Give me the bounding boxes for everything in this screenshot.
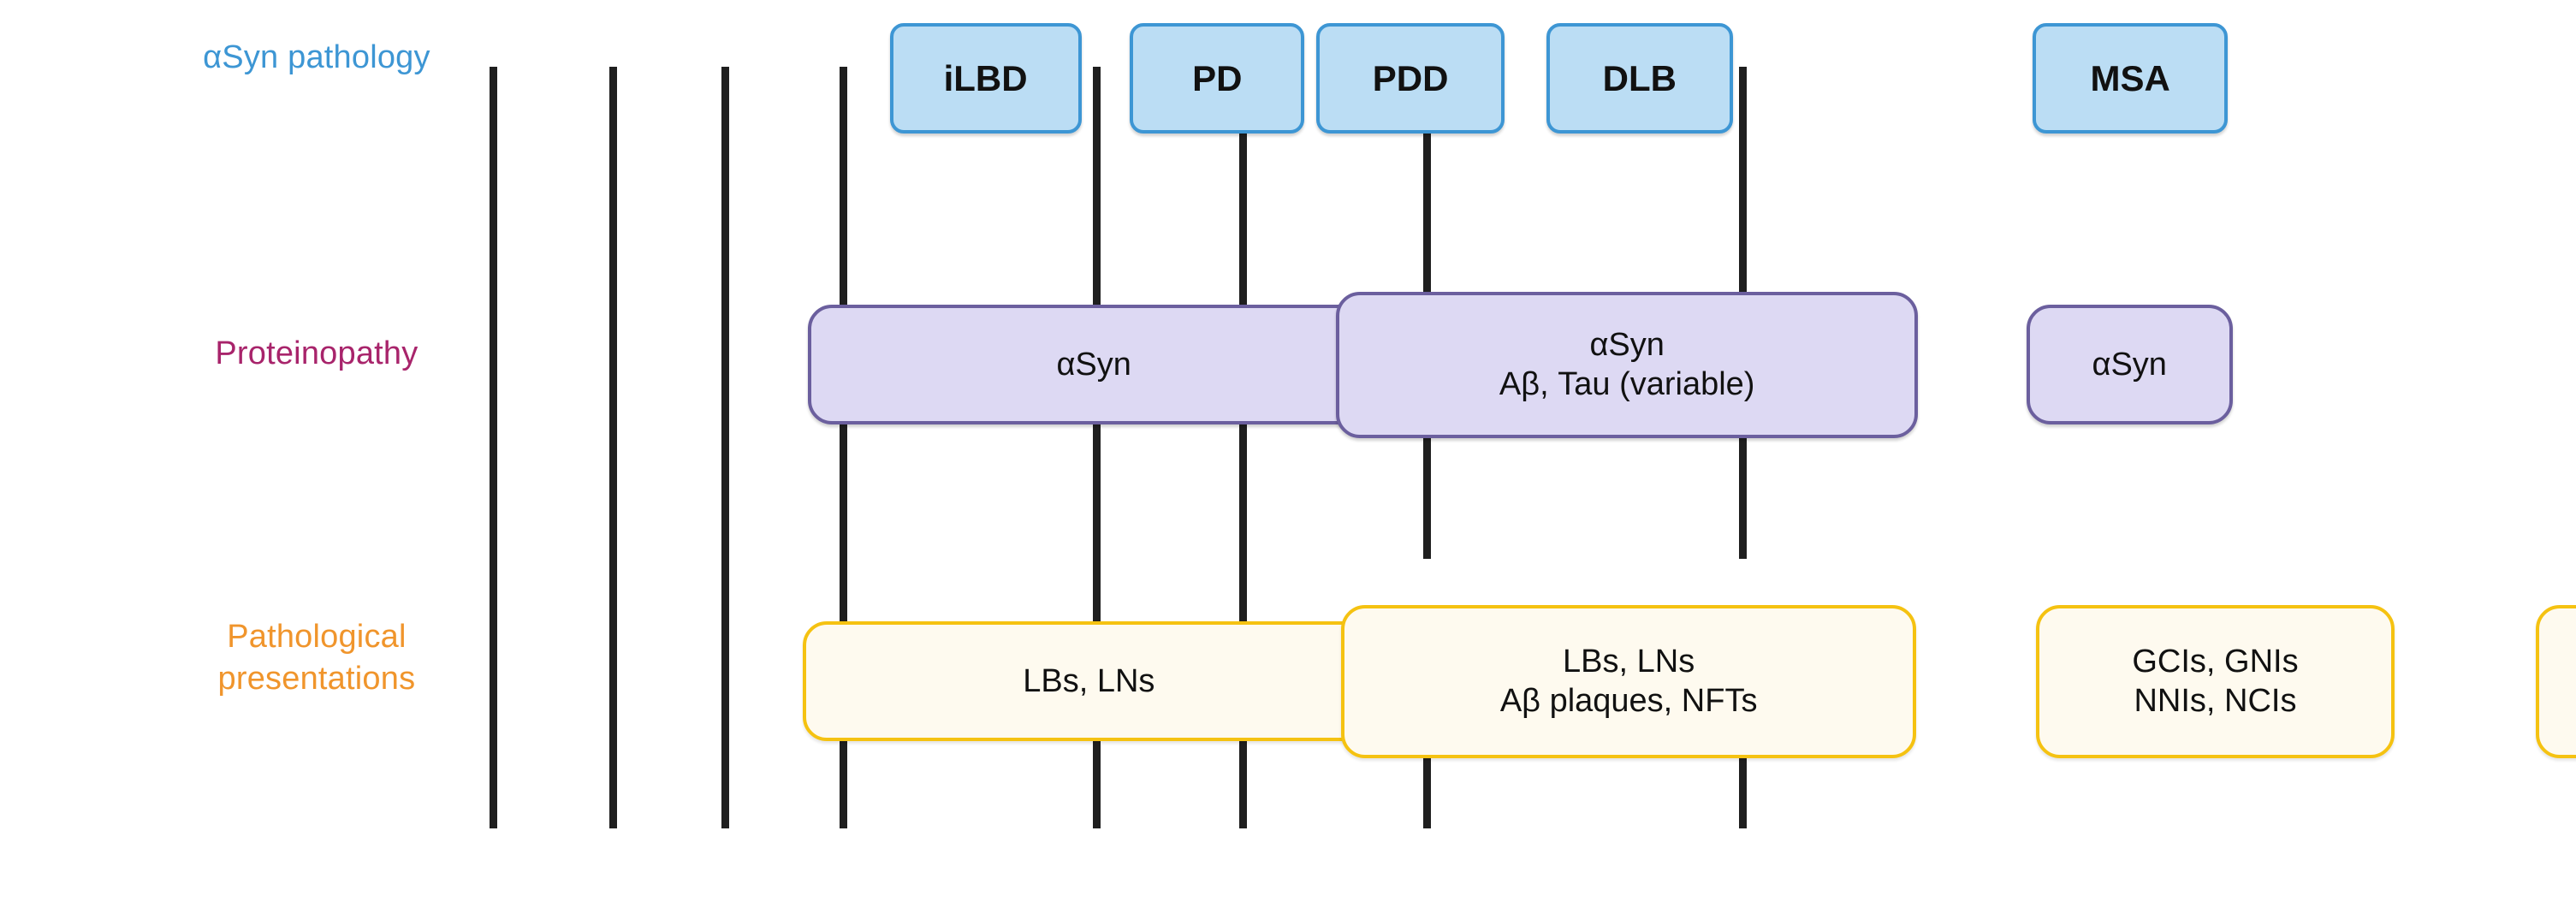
row-label: Proteinopathy xyxy=(215,335,418,372)
node-asyn-pathology[interactable]: MSA xyxy=(2033,23,2229,134)
connector-line xyxy=(609,67,617,828)
node-proteinopathy[interactable]: αSyn Aβ, Tau (variable) xyxy=(1336,291,1918,439)
node-asyn-pathology[interactable]: PD xyxy=(1130,23,1305,134)
node-asyn-pathology[interactable]: DLB xyxy=(1546,23,1733,134)
connector-line xyxy=(721,67,729,828)
connector-line xyxy=(1239,67,1247,828)
node-pathological-presentations[interactable]: LBs, LNs Aβ plaques, NFTs xyxy=(1341,604,1916,758)
node-pathological-presentations[interactable]: LBs, LNs xyxy=(803,621,1375,742)
row-label: Pathological presentations xyxy=(217,619,416,697)
node-proteinopathy[interactable]: αSyn xyxy=(2026,305,2233,425)
row-label: αSyn pathology xyxy=(203,39,430,75)
node-pathological-presentations[interactable]: Aβ plaques, NFTs LBs, LNs, TDP-43 inclus… xyxy=(2536,604,2576,758)
connector-line xyxy=(1093,67,1101,828)
node-asyn-pathology[interactable]: PDD xyxy=(1316,23,1505,134)
node-proteinopathy[interactable]: αSyn xyxy=(808,305,1380,425)
connector-line xyxy=(840,67,847,828)
node-asyn-pathology[interactable]: iLBD xyxy=(889,23,1082,134)
node-pathological-presentations[interactable]: GCIs, GNIs NNIs, NCIs xyxy=(2036,604,2395,758)
connector-line xyxy=(490,67,497,828)
